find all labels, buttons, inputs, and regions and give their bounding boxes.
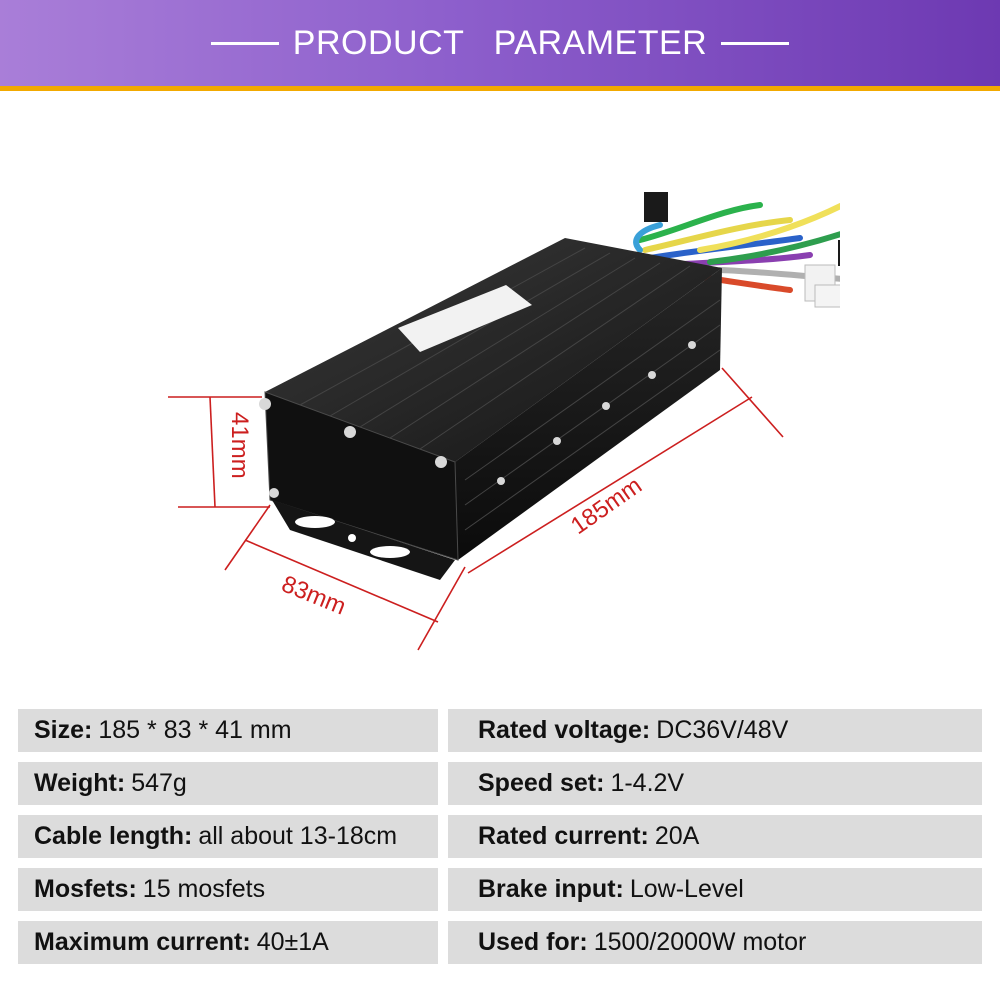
param-rated-voltage: Rated voltage:DC36V/48V	[448, 709, 982, 752]
table-row: Size:185 * 83 * 41 mm Rated voltage:DC36…	[18, 709, 982, 752]
param-weight: Weight:547g	[18, 762, 438, 805]
param-value: 15 mosfets	[142, 875, 266, 903]
param-label: Rated current:	[478, 822, 649, 850]
param-value: 1-4.2V	[610, 769, 685, 797]
param-value: all about 13-18cm	[198, 822, 398, 850]
param-used-for: Used for:1500/2000W motor	[448, 921, 982, 964]
param-value: 40±1A	[256, 928, 329, 956]
param-cable-length: Cable length:all about 13-18cm	[18, 815, 438, 858]
param-value: 1500/2000W motor	[593, 928, 807, 956]
param-label: Size:	[34, 716, 93, 744]
dimension-height-label: 41mm	[226, 412, 253, 479]
product-label-sticker	[398, 285, 532, 352]
table-row: Weight:547g Speed set:1-4.2V	[18, 762, 982, 805]
table-row: Cable length:all about 13-18cm Rated cur…	[18, 815, 982, 858]
param-label: Brake input:	[478, 875, 624, 903]
connector	[644, 192, 668, 222]
param-mosfets: Mosfets:15 mosfets	[18, 868, 438, 911]
white-connector	[814, 284, 840, 308]
param-size: Size:185 * 83 * 41 mm	[18, 709, 438, 752]
param-value: 185 * 83 * 41 mm	[98, 716, 292, 744]
controller-side-face	[455, 268, 722, 560]
connector	[838, 240, 840, 266]
dimension-lines	[168, 367, 784, 651]
controller-top-face	[265, 238, 722, 462]
title-left-rule	[210, 41, 279, 45]
table-row: Mosfets:15 mosfets Brake input:Low-Level	[18, 868, 982, 911]
screws	[259, 341, 696, 498]
param-brake-input: Brake input:Low-Level	[448, 868, 982, 911]
param-label: Used for:	[478, 928, 588, 956]
controller-end-face	[264, 391, 459, 561]
param-label: Maximum current:	[34, 928, 251, 956]
param-label: Rated voltage:	[478, 716, 651, 744]
param-label: Mosfets:	[34, 875, 137, 903]
page-title: PRODUCT PARAMETER	[292, 23, 708, 62]
param-label: Weight:	[34, 769, 126, 797]
dimension-width-label: 83mm	[278, 571, 350, 621]
bracket-hole	[348, 534, 356, 542]
parameter-table: Size:185 * 83 * 41 mm Rated voltage:DC36…	[18, 709, 982, 974]
param-label: Speed set:	[478, 769, 605, 797]
param-value: 547g	[131, 769, 187, 797]
title-right-rule	[721, 41, 790, 45]
bracket-slot	[295, 516, 335, 528]
param-speed-set: Speed set:1-4.2V	[448, 762, 982, 805]
param-value: DC36V/48V	[656, 716, 789, 744]
header-accent-stripe	[0, 86, 1000, 91]
param-label: Cable length:	[34, 822, 193, 850]
table-row: Maximum current:40±1A Used for:1500/2000…	[18, 921, 982, 964]
controller-product-image: 41mm 83mm 185mm	[168, 192, 840, 651]
param-maximum-current: Maximum current:40±1A	[18, 921, 438, 964]
dimension-length-label: 185mm	[566, 472, 647, 540]
bracket-slot	[370, 546, 410, 558]
header-banner	[0, 0, 1000, 86]
param-rated-current: Rated current:20A	[448, 815, 982, 858]
param-value: 20A	[654, 822, 700, 850]
header-title-group: PRODUCT PARAMETER	[0, 0, 1000, 86]
param-value: Low-Level	[629, 875, 744, 903]
heatsink-fins	[299, 247, 721, 531]
